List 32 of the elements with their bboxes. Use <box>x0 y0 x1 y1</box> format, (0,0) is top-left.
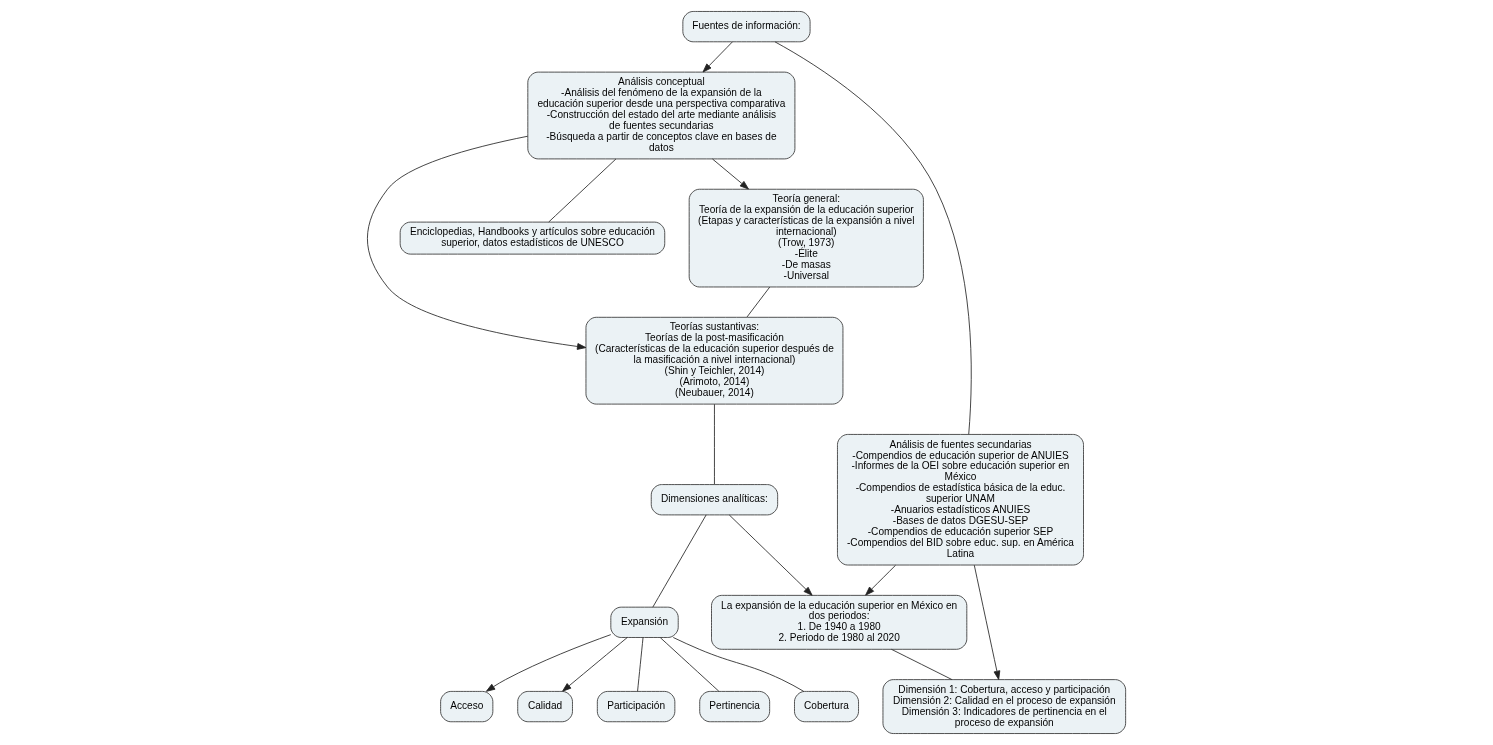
node-box: Calidad <box>517 691 573 723</box>
node-box: Fuentes de información: <box>682 11 811 43</box>
node-box: La expansión de la educación superior en México en dos periodos: 1. De 1940 a 1980 2. Periodo de 1980 al 2020 <box>711 594 968 650</box>
arrow <box>367 135 587 350</box>
node-box: Acceso <box>440 691 494 723</box>
connector <box>548 158 617 223</box>
arrow <box>712 158 749 190</box>
node-box: Dimensión 1: Cobertura, acceso y participación Dimensión 2: Calidad en el proceso de expansión Dimensión 3: Indicadores de pertinencia en el proceso de expansión <box>882 679 1127 734</box>
node-box: Cobertura <box>794 691 859 723</box>
connector <box>672 637 805 692</box>
node-box: Análisis conceptual -Análisis del fenómeno de la expansión de la educación superior desde una perspectiva comparativa -Construcción del estado del arte mediante análisis de fuentes secundarias -Búsqueda a partir de conceptos clave en bases de datos <box>527 71 796 160</box>
connector <box>891 648 953 680</box>
arrow <box>562 637 628 692</box>
connector <box>637 637 644 692</box>
node-box: Expansión <box>610 606 679 638</box>
node-box: Dimensiones analíticas: <box>650 484 779 516</box>
connector <box>774 41 972 435</box>
connector <box>652 514 707 608</box>
node-box: Pertinencia <box>699 691 771 723</box>
connector <box>714 403 715 485</box>
node-box: Participación <box>596 691 676 723</box>
connector <box>746 286 771 318</box>
connector <box>659 637 720 692</box>
node-box: Análisis de fuentes secundarias -Compendios de educación superior de ANUIES -Informes de la OEI sobre educación superior en México -Compendios de estadística básica de la educ. superior UNAM -Anuarios estadísticos ANUIES -Bases de datos DGESU-SEP -Compendios de educación superior SEP -Compendios del BID sobre educ. sup. en América Latina <box>837 434 1084 566</box>
node-box: Enciclopedias, Handbooks y artículos sobre educación superior, datos estadísticos de UNESCO <box>399 221 666 255</box>
node-box: Teoría general: Teoría de la expansión de la educación superior (Etapas y características de la expansión a nivel internacional) (Trow, 1973) -Élite -De masas -Universal <box>688 188 924 288</box>
arrow <box>973 564 1001 680</box>
arrow <box>728 514 813 596</box>
arrow <box>702 41 733 73</box>
arrow <box>485 634 612 692</box>
arrow <box>865 564 896 596</box>
node-box: Teorías sustantivas: Teorías de la post-masificación (Características de la educación superior después de la masificación a nivel internacional) (Shin y Teichler, 2014) (Arimoto, 2014) (Neubauer, 2014) <box>585 316 844 405</box>
